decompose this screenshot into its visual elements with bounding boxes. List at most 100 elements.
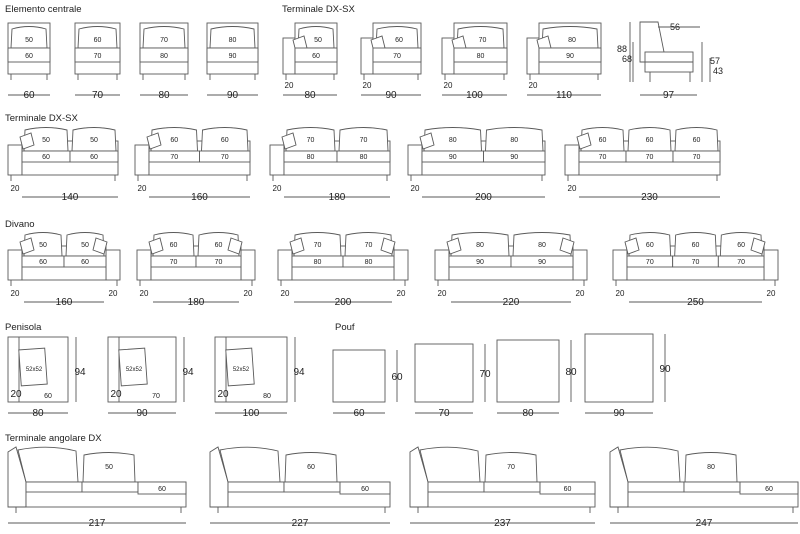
- seat-label: 60: [361, 486, 369, 493]
- seat-cushion: [63, 255, 107, 268]
- seat-label: 70: [170, 154, 178, 161]
- seat-label: 80: [360, 154, 368, 161]
- back-cushion: [485, 127, 544, 152]
- arm: [612, 249, 628, 281]
- throw-pillow: [19, 237, 35, 255]
- central-width-label: 90: [227, 90, 239, 101]
- seat-cushion: [199, 150, 251, 163]
- throw-pillow: [146, 132, 162, 150]
- seat-cushion: [139, 47, 189, 63]
- seat-cushion: [427, 481, 485, 493]
- back-label: 60: [646, 137, 654, 144]
- seat-label: 60: [39, 259, 47, 266]
- throw-pillow: [750, 237, 766, 255]
- arm: [240, 249, 256, 281]
- back-cushion: [423, 127, 482, 152]
- corner-back: [619, 446, 681, 483]
- section-title-sofa: Divano: [5, 219, 35, 230]
- back-cushion: [674, 232, 717, 257]
- terminal_rows-width-label: 140: [62, 192, 79, 203]
- pouf-width-label: 90: [613, 408, 625, 419]
- corner-width-label: 217: [89, 518, 106, 529]
- back-cushion: [293, 232, 342, 257]
- seat-label: 90: [538, 259, 546, 266]
- back-label: 60: [692, 242, 700, 249]
- seat-label: 60: [564, 486, 572, 493]
- seat-label: 70: [692, 259, 700, 266]
- chaise-cushion: [339, 481, 391, 495]
- arm-label: 20: [285, 81, 294, 90]
- seat-cushion: [7, 47, 51, 63]
- pouf: [496, 339, 560, 403]
- back-label: 80: [449, 137, 457, 144]
- back-label: 70: [360, 137, 368, 144]
- seat-label: 70: [737, 259, 745, 266]
- back-cushion: [541, 26, 599, 49]
- throw-pillow: [281, 132, 297, 150]
- side-arm-label: 57: [710, 56, 720, 66]
- arm: [441, 37, 455, 75]
- pouf: [414, 343, 474, 403]
- seat-cushion: [195, 255, 242, 268]
- terminal_rows-width-label: 160: [191, 192, 208, 203]
- back-cushion: [375, 26, 419, 49]
- seat-cushion: [69, 150, 119, 163]
- seat-cushion: [206, 47, 259, 63]
- chaise-cushion: [539, 481, 596, 495]
- back-cushion: [201, 127, 249, 152]
- seat-cushion: [294, 47, 338, 63]
- side-depth-label: 56: [670, 22, 680, 32]
- arm: [407, 144, 423, 176]
- back-label: 80: [568, 37, 576, 44]
- seat-cushion: [538, 47, 602, 63]
- seat-cushion: [336, 150, 391, 163]
- corner-arm: [409, 446, 429, 508]
- seat-label: 60: [158, 486, 166, 493]
- pouf-width-label: 80: [522, 408, 534, 419]
- corner-width-label: 237: [494, 518, 511, 529]
- back-label: 60: [170, 242, 178, 249]
- arm-label: 20: [10, 389, 22, 400]
- seat-label: 70: [94, 53, 102, 60]
- back-cushion: [344, 232, 393, 257]
- arm-label: 20: [138, 184, 147, 193]
- arm: [134, 144, 150, 176]
- throw-pillow: [576, 132, 592, 150]
- arm: [105, 249, 121, 281]
- terminal-width-label: 90: [385, 90, 397, 101]
- seat-cushion: [372, 47, 422, 63]
- throw-pillow: [148, 237, 164, 255]
- depth-label: 94: [182, 367, 194, 378]
- back-label: 60: [215, 242, 223, 249]
- seat-cushion: [483, 150, 546, 163]
- pouf-height-label: 90: [659, 364, 671, 375]
- back-label: 70: [160, 37, 168, 44]
- section-title-terminal: Terminale DX-SX: [5, 113, 79, 124]
- arm-label: 20: [281, 289, 290, 298]
- arm-label: 20: [767, 289, 776, 298]
- central-width-label: 80: [158, 90, 170, 101]
- arm: [277, 249, 293, 281]
- terminal_rows-width-label: 230: [641, 192, 658, 203]
- throw-pillow: [92, 237, 108, 255]
- seat-label: 80: [263, 393, 271, 400]
- back-label: 70: [307, 137, 315, 144]
- pouf-width-label: 60: [353, 408, 365, 419]
- back-label: 70: [365, 242, 373, 249]
- seat-cushion: [483, 481, 541, 493]
- seat-cushion: [627, 481, 685, 493]
- seat-label: 60: [42, 154, 50, 161]
- back-label: 60: [94, 37, 102, 44]
- arm-label: 20: [11, 184, 20, 193]
- pouf-height-label: 80: [565, 367, 577, 378]
- back-label: 60: [646, 242, 654, 249]
- back-cushion: [209, 26, 256, 49]
- back-label: 80: [476, 242, 484, 249]
- back-cushion: [71, 127, 117, 152]
- arm-label: 20: [568, 184, 577, 193]
- arm-label: 20: [438, 289, 447, 298]
- chaise-width-label: 90: [136, 408, 148, 419]
- seat-cushion: [227, 481, 285, 493]
- back-label: 80: [510, 137, 518, 144]
